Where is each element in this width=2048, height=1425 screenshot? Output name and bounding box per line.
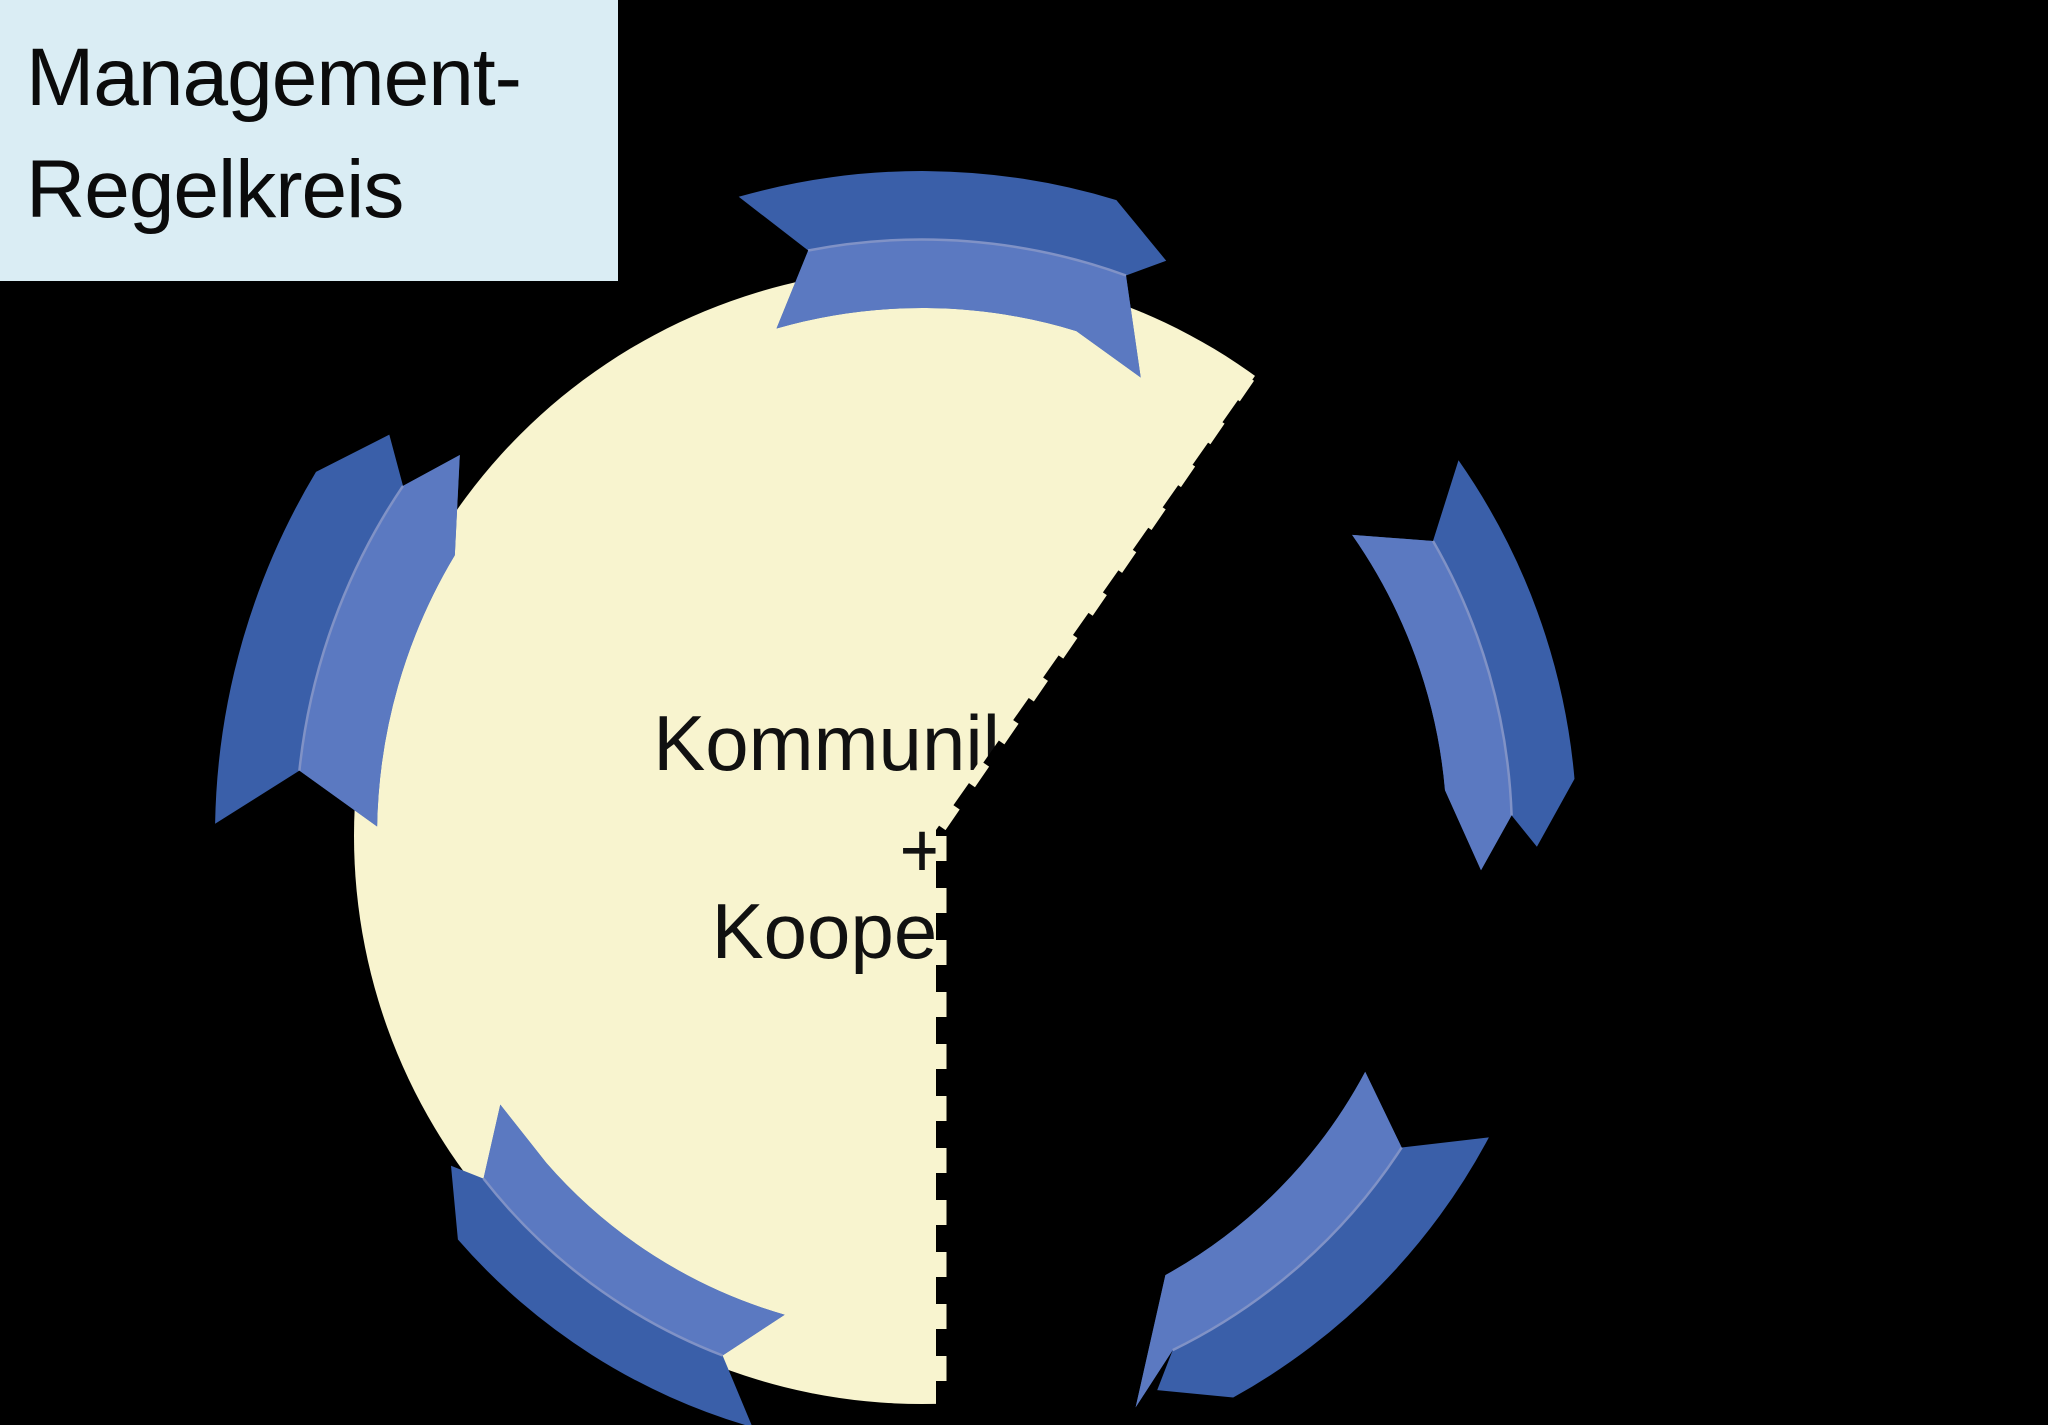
cycle-arrow-left-edge-line xyxy=(298,485,405,771)
cycle-arrow-right-inner-face xyxy=(1352,534,1512,871)
title-line1: Management- xyxy=(26,32,522,123)
title-line2: Regelkreis xyxy=(26,143,404,235)
cycle-arrow-left-inner-face xyxy=(299,455,460,827)
cycle-arrow-right xyxy=(1352,460,1575,871)
cycle-arrow-bottom-left xyxy=(451,1104,785,1425)
cycle-arrow-top-inner-face xyxy=(776,239,1141,378)
cycle-arrow-bottom-right-edge-line xyxy=(1172,1146,1403,1352)
cycle-arrow-top xyxy=(738,171,1167,378)
cycle-arrows xyxy=(215,171,1575,1425)
cycle-arrow-top-edge-line xyxy=(807,238,1127,277)
cycle-arrow-bottom-left-inner-face xyxy=(483,1104,785,1356)
cycle-arrow-left xyxy=(215,434,460,827)
cycle-arrow-bottom-right xyxy=(1135,1071,1489,1408)
title-box: Management- Regelkreis xyxy=(0,0,618,281)
wedge-edge-dashed-line-diagonal xyxy=(936,370,1257,831)
cycle-arrow-bottom-right-inner-face xyxy=(1135,1071,1402,1408)
cycle-arrow-right-edge-line xyxy=(1431,540,1513,816)
cycle-arrow-bottom-left-edge-line xyxy=(482,1177,724,1357)
